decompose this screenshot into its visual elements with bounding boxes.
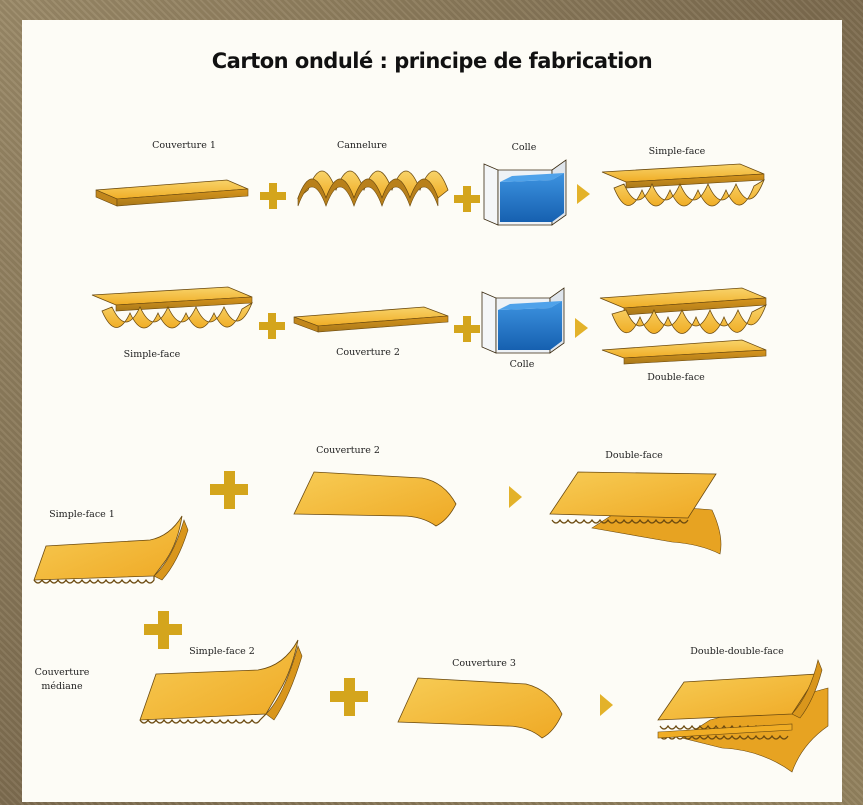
simple-face-board-2 [91,286,253,329]
plus-icon [144,611,182,649]
simple-face-result-1 [601,163,765,207]
label-couverture-3: Couverture 3 [452,658,516,669]
diagram-panel: Carton ondulé : principe de fabrication … [22,20,842,802]
label-simple-face-1-row3: Simple-face 1 [49,509,115,520]
label-double-face-2: Double-face [647,372,705,383]
double-face-result-3 [549,471,722,555]
glue-container-1 [483,159,567,226]
label-cannelure: Cannelure [337,140,387,151]
label-couverture-2-row2: Couverture 2 [336,347,400,358]
arrow-icon [600,694,613,716]
label-colle-2: Colle [510,359,535,370]
plus-icon [260,183,286,209]
simple-face-2-sheet [139,639,303,724]
simple-face-1-sheet [33,515,189,584]
double-double-face-result [657,659,829,773]
plus-icon [330,678,368,716]
plus-icon [454,316,480,342]
arrow-icon [575,318,588,338]
corrugated-medium [297,170,449,207]
plus-icon [210,471,248,509]
double-face-result-2 [599,287,767,365]
plus-icon [259,313,285,339]
label-simple-face-1: Simple-face [649,146,706,157]
label-simple-face-2: Simple-face [124,349,181,360]
diagram-title: Carton ondulé : principe de fabrication [212,49,652,73]
arrow-icon [509,486,522,508]
label-double-face-3: Double-face [605,450,663,461]
label-couverture-mediane-1: Couverture [35,667,90,678]
liner-board-2 [293,306,449,333]
label-simple-face-2-row4: Simple-face 2 [189,646,255,657]
arrow-icon [577,184,590,204]
diagram: Carton ondulé : principe de fabrication … [33,49,829,773]
glue-container-2 [481,287,565,354]
liner-sheet-couverture-2 [293,471,457,527]
label-double-double-face: Double-double-face [690,646,784,657]
plus-icon [454,186,480,212]
label-couverture-mediane-2: médiane [41,681,83,692]
label-couverture-1: Couverture 1 [152,140,216,151]
liner-board-1 [95,179,249,207]
label-couverture-2-row3: Couverture 2 [316,445,380,456]
label-colle-1: Colle [512,142,537,153]
liner-sheet-couverture-3 [397,677,563,739]
